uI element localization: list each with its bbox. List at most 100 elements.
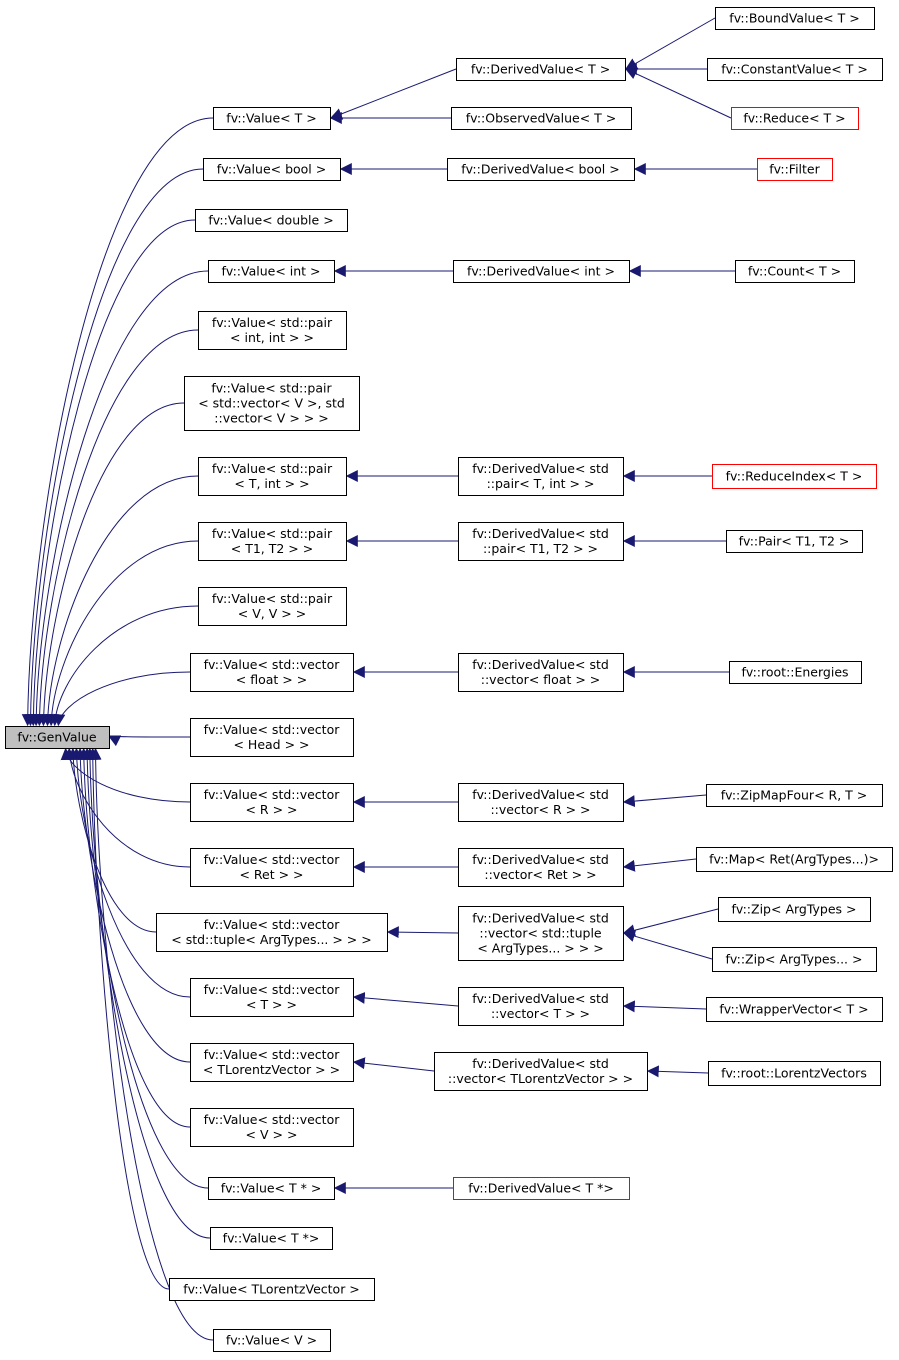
class-node-reduce[interactable]: fv::Reduce< T > — [731, 107, 859, 130]
class-node-filter[interactable]: fv::Filter — [757, 158, 833, 181]
class-label-line: fv::Value< std::vector — [204, 1112, 341, 1127]
class-nodes: fv::GenValue fv::BoundValue< T >fv::Deriv… — [5, 7, 893, 1352]
class-node-derived-pair-t-int[interactable]: fv::DerivedValue< std::pair< T, int > > — [458, 457, 624, 496]
class-box — [708, 1061, 881, 1086]
class-node-value-vec-r[interactable]: fv::Value< std::vector< R > > — [190, 783, 354, 822]
class-node-value-tptr[interactable]: fv::Value< T * > — [208, 1177, 335, 1200]
class-node-zip2[interactable]: fv::Zip< ArgTypes... > — [712, 947, 877, 972]
edge-value_vec_lv-to-root — [74, 747, 191, 1063]
class-node-zipmapfour[interactable]: fv::ZipMapFour< R, T > — [706, 784, 883, 807]
class-node-value-vec-tuple[interactable]: fv::Value< std::vector< std::tuple< ArgT… — [156, 913, 388, 952]
edge-reduce-to-derived_t — [624, 68, 732, 119]
class-box — [190, 1108, 354, 1147]
class-node-derived-pair-t1t2[interactable]: fv::DerivedValue< std::pair< T1, T2 > > — [458, 522, 624, 561]
class-node-value-double[interactable]: fv::Value< double > — [195, 209, 348, 232]
class-box — [453, 260, 630, 283]
class-label-line: fv::DerivedValue< bool > — [461, 162, 619, 177]
class-node-derived-vec-lv[interactable]: fv::DerivedValue< std::vector< TLorentzV… — [434, 1052, 648, 1091]
edge-value_int-to-root — [30, 270, 209, 727]
class-label-line: fv::Value< T *> — [223, 1231, 320, 1246]
class-label-line: fv::Value< std::pair — [211, 381, 332, 396]
class-node-value-pair-vv[interactable]: fv::Value< std::pair< V, V > > — [198, 587, 347, 626]
class-label-line: fv::DerivedValue< std — [472, 991, 609, 1006]
edge-value_pair_t1t2-to-root — [45, 540, 199, 727]
class-node-value-pair-int[interactable]: fv::Value< std::pair< int, int > > — [198, 311, 347, 350]
class-label-line: fv::Value< std::vector — [204, 852, 341, 867]
class-node-bound[interactable]: fv::BoundValue< T > — [715, 7, 875, 30]
edge-value_v-to-root — [89, 747, 214, 1341]
class-node-derived-tptr[interactable]: fv::DerivedValue< T *> — [453, 1177, 630, 1200]
class-node-constant[interactable]: fv::ConstantValue< T > — [707, 58, 883, 81]
edge-value_vec_v-to-root — [77, 747, 191, 1128]
class-node-value-lv[interactable]: fv::Value< TLorentzVector > — [169, 1278, 375, 1301]
class-box — [190, 1043, 354, 1082]
class-node-value-vec-ret[interactable]: fv::Value< std::vector< Ret > > — [190, 848, 354, 887]
class-label-line: < ArgTypes... > > > — [477, 941, 603, 956]
class-node-value-vec-float[interactable]: fv::Value< std::vector< float > > — [190, 653, 354, 692]
class-label-line: fv::Value< TLorentzVector > — [183, 1282, 360, 1297]
edge-value_tptr-to-root — [81, 747, 209, 1189]
class-node-count[interactable]: fv::Count< T > — [735, 260, 855, 283]
class-node-root[interactable]: fv::GenValue — [5, 726, 110, 749]
class-node-derived-t[interactable]: fv::DerivedValue< T > — [456, 58, 626, 81]
class-node-derived-vec-tuple[interactable]: fv::DerivedValue< std::vector< std::tupl… — [458, 906, 624, 961]
class-node-value-vec-lv[interactable]: fv::Value< std::vector< TLorentzVector >… — [190, 1043, 354, 1082]
class-node-value-pair-vec[interactable]: fv::Value< std::pair< std::vector< V >, … — [184, 376, 360, 431]
class-node-value-bool[interactable]: fv::Value< bool > — [203, 158, 341, 181]
class-box — [706, 784, 883, 807]
class-node-value-int[interactable]: fv::Value< int > — [208, 260, 335, 283]
class-box — [453, 1177, 630, 1200]
class-label-line: fv::Value< double > — [208, 213, 333, 228]
class-label-line: fv::Value< int > — [221, 264, 320, 279]
class-label-line: fv::DerivedValue< int > — [467, 264, 615, 279]
class-node-observed[interactable]: fv::ObservedValue< T > — [451, 107, 632, 130]
class-node-derived-vec-t[interactable]: fv::DerivedValue< std::vector< T > > — [458, 987, 624, 1026]
edge-zipmapfour-to-derived_vec_r — [622, 794, 707, 808]
class-node-value-pair-t-int[interactable]: fv::Value< std::pair< T, int > > — [198, 457, 347, 496]
class-box — [451, 107, 632, 130]
class-node-derived-vec-float[interactable]: fv::DerivedValue< std::vector< float > > — [458, 653, 624, 692]
class-node-pair[interactable]: fv::Pair< T1, T2 > — [726, 530, 863, 553]
class-node-reduceindex[interactable]: fv::ReduceIndex< T > — [712, 464, 877, 489]
class-node-derived-int[interactable]: fv::DerivedValue< int > — [453, 260, 630, 283]
class-node-value-vec-v[interactable]: fv::Value< std::vector< V > > — [190, 1108, 354, 1147]
class-label-line: fv::Value< std::pair — [212, 591, 333, 606]
class-node-derived-vec-r[interactable]: fv::DerivedValue< std::vector< R > > — [458, 783, 624, 822]
class-box — [696, 847, 893, 872]
class-box — [458, 522, 624, 561]
class-label-line: < std::vector< V >, std — [198, 396, 345, 411]
class-node-value-pair-t1t2[interactable]: fv::Value< std::pair< T1, T2 > > — [198, 522, 347, 561]
class-box — [190, 653, 354, 692]
class-node-energies[interactable]: fv::root::Energies — [729, 661, 862, 684]
class-label-line: fv::ConstantValue< T > — [721, 62, 868, 77]
class-node-value-tptr2[interactable]: fv::Value< T *> — [210, 1227, 333, 1250]
class-label-line: < T, int > > — [234, 476, 309, 491]
class-node-map[interactable]: fv::Map< Ret(ArgTypes...)> — [696, 847, 893, 872]
class-label-line: < T1, T2 > > — [231, 541, 313, 556]
class-label-line: < T > > — [246, 997, 297, 1012]
class-label-line: < R > > — [245, 802, 297, 817]
class-label-line: < V, V > > — [238, 606, 306, 621]
edge-derived_vec_tuple-to-value_vec_tuple — [386, 926, 459, 939]
class-node-wrappervector[interactable]: fv::WrapperVector< T > — [706, 997, 883, 1022]
class-node-value-v[interactable]: fv::Value< V > — [213, 1329, 331, 1352]
class-label-line: fv::Pair< T1, T2 > — [739, 534, 850, 549]
class-label-line: fv::Value< std::vector — [204, 917, 341, 932]
class-box — [208, 1177, 335, 1200]
class-node-derived-vec-ret[interactable]: fv::DerivedValue< std::vector< Ret > > — [458, 848, 624, 887]
class-node-value-t[interactable]: fv::Value< T > — [213, 107, 331, 130]
class-box — [156, 913, 388, 952]
edge-value_lv-to-root — [86, 747, 170, 1290]
class-label-line: < Head > > — [233, 737, 309, 752]
class-label-line: < int, int > > — [230, 330, 314, 345]
class-node-value-vec-head[interactable]: fv::Value< std::vector< Head > > — [190, 718, 354, 757]
class-node-value-vec-t[interactable]: fv::Value< std::vector< T > > — [190, 978, 354, 1017]
class-node-zip1[interactable]: fv::Zip< ArgTypes > — [718, 897, 871, 922]
class-label-line: ::vector< Ret > > — [484, 867, 596, 882]
class-node-derived-bool[interactable]: fv::DerivedValue< bool > — [447, 158, 635, 181]
inheritance-edges — [21, 17, 757, 1341]
class-box — [184, 376, 360, 431]
edge-value_vec_tuple-to-root — [67, 747, 157, 933]
class-label-line: fv::BoundValue< T > — [729, 11, 859, 26]
class-node-lorentzvectors[interactable]: fv::root::LorentzVectors — [708, 1061, 881, 1086]
